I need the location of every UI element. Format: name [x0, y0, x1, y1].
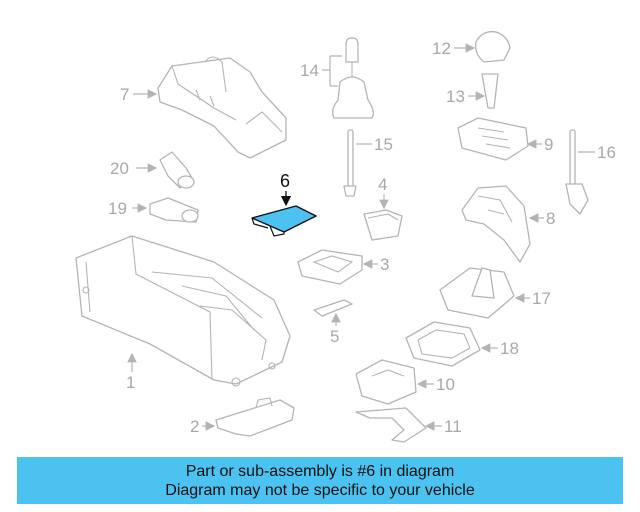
banner-line-2: Diagram may not be specific to your vehi…: [165, 481, 475, 499]
callout-8: 8: [546, 209, 555, 228]
part-12-shift-knob[interactable]: [475, 31, 511, 63]
banner-line-1: Part or sub-assembly is #6 in diagram: [185, 462, 455, 480]
part-16-lever[interactable]: [565, 129, 589, 215]
part-4-cup[interactable]: [363, 209, 403, 241]
callout-12: 12: [432, 39, 451, 58]
part-8-bracket[interactable]: [461, 185, 531, 263]
callout-6: 6: [280, 171, 290, 191]
part-1-console[interactable]: [75, 235, 291, 387]
info-banner: Part or sub-assembly is #6 in diagram Di…: [17, 457, 623, 504]
part-5-clip[interactable]: [313, 299, 353, 317]
callout-13: 13: [446, 87, 465, 106]
callout-19: 19: [108, 199, 127, 218]
part-17-boot[interactable]: [439, 267, 515, 319]
leader-14: [322, 55, 342, 87]
part-11-trim-ring[interactable]: [355, 407, 427, 443]
callout-14: 14: [300, 61, 319, 80]
part-2-mounting-bracket[interactable]: [215, 397, 295, 437]
callout-17: 17: [532, 289, 551, 308]
part-9-indicator-plate[interactable]: [457, 117, 529, 161]
part-6-highlighted[interactable]: [251, 205, 317, 237]
callout-11: 11: [444, 417, 462, 436]
callout-3: 3: [380, 255, 389, 274]
callout-10: 10: [436, 375, 455, 394]
part-19-socket[interactable]: [149, 197, 199, 223]
callout-2: 2: [190, 417, 199, 436]
part-20-connector[interactable]: [159, 151, 195, 189]
parts-diagram: 7 14 12 13 9 15 16 20: [75, 31, 616, 443]
part-13-knob-insert[interactable]: [481, 73, 499, 109]
callout-5: 5: [330, 327, 339, 346]
part-14-shift-knob-boot[interactable]: [332, 37, 374, 119]
callout-9: 9: [544, 135, 553, 154]
callout-1: 1: [126, 373, 135, 392]
callout-15: 15: [374, 135, 393, 154]
part-15-rod[interactable]: [343, 129, 357, 197]
part-10-trim[interactable]: [355, 359, 417, 405]
part-3-ashtray[interactable]: [297, 249, 363, 285]
callout-4: 4: [378, 175, 387, 194]
part-18-frame[interactable]: [405, 321, 481, 367]
callout-7: 7: [120, 85, 129, 104]
part-7-shifter-housing[interactable]: [157, 56, 287, 159]
callout-20: 20: [110, 159, 129, 178]
callout-16: 16: [597, 143, 616, 162]
callout-18: 18: [500, 339, 519, 358]
